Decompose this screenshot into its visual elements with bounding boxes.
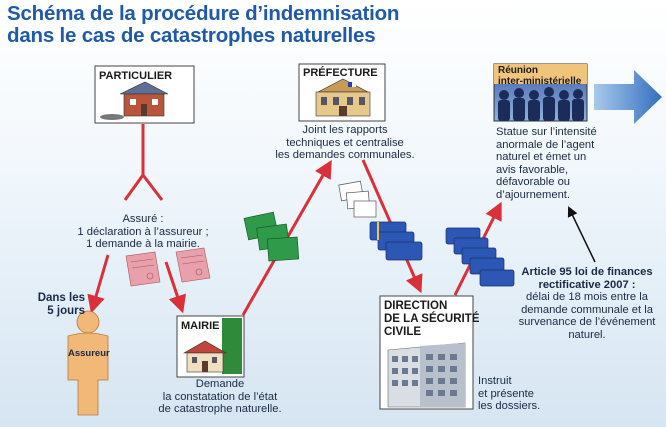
particulier-box <box>94 65 195 124</box>
delai-line: 5 jours <box>47 304 85 317</box>
dsc-label-line: DIRECTION <box>384 300 448 312</box>
diagram-title: Schéma de la procédure d’indemnisation d… <box>7 3 399 47</box>
mairie-description: Demande la constatation de l’état de cat… <box>148 378 292 416</box>
article-desc-line: survenance de l’événement <box>518 316 656 329</box>
article-desc-line: naturel. <box>568 328 606 341</box>
dsc-box <box>379 295 474 410</box>
assure-line: 1 déclaration à l’assureur ; <box>77 225 209 238</box>
delai-text: Dans les 5 jours <box>30 292 85 317</box>
prefecture-box <box>298 63 386 122</box>
arrow-to-assureur <box>87 254 110 314</box>
next-step-arrow-icon <box>594 70 662 124</box>
article-title-line: rectificative 2007 : <box>538 278 636 291</box>
person-icon <box>67 310 109 416</box>
paper-icon <box>338 180 377 218</box>
arrow-article-to-reunion <box>567 206 596 263</box>
reunion-desc-line: avis favorable, <box>496 163 569 176</box>
article-title-line: Article 95 loi de finances <box>521 266 653 278</box>
reunion-label: Réunion inter-ministérielle <box>498 65 582 87</box>
particulier-label: PARTICULIER <box>99 70 173 82</box>
article-desc-line: délai de 18 mois entre la <box>526 291 648 304</box>
form-icon <box>125 251 161 287</box>
title-line-2: dans le cas de catastrophes naturelles <box>7 24 376 47</box>
dsc-label-line: CIVILE <box>384 326 422 338</box>
folder-icon <box>445 227 515 287</box>
reunion-desc-line: défavorable ou <box>496 176 571 189</box>
reunion-box <box>493 63 588 122</box>
mairie-label: MAIRIE <box>181 320 220 332</box>
reunion-label-line: inter-ministérielle <box>498 75 582 87</box>
dsc-desc-line: les dossiers. <box>478 400 541 413</box>
office-building-icon <box>387 342 466 408</box>
arrow-fork-right <box>141 174 164 201</box>
dsc-label-line: DE LA SÉCURITÉ <box>384 313 480 325</box>
mairie-desc-line: la constatation de l’état <box>162 390 278 403</box>
dsc-desc-line: Instruit <box>478 375 512 387</box>
reunion-desc-line: naturel et émet un <box>496 151 587 164</box>
building-icon <box>315 78 371 117</box>
assureur-label: Assureur <box>68 348 110 359</box>
reunion-desc-line: anormale de l’agent <box>496 138 595 151</box>
title-line-1: Schéma de la procédure d’indemnisation <box>7 2 400 25</box>
dsc-label: DIRECTION DE LA SÉCURITÉ CIVILE <box>384 300 479 339</box>
reunion-description: Statue sur l’intensité anormale de l’age… <box>496 126 626 202</box>
house-icon <box>100 81 169 120</box>
prefecture-label: PRÉFECTURE <box>303 67 378 79</box>
town-hall-icon <box>182 340 228 373</box>
people-icon <box>498 87 584 121</box>
assure-line: 1 demande à la mairie. <box>86 238 200 251</box>
arrow-to-mairie <box>164 261 186 314</box>
article-text: Article 95 loi de finances rectificative… <box>512 266 662 342</box>
reunion-desc-line: d’ajournement. <box>496 188 571 201</box>
dsc-description: Instruit et présente les dossiers. <box>478 375 558 413</box>
mairie-box <box>176 315 245 378</box>
prefecture-desc-line: techniques et centralise <box>286 136 404 149</box>
form-icon <box>175 247 211 283</box>
article-desc-line: demande communale et la <box>521 303 653 316</box>
mairie-desc-line: de catastrophe naturelle. <box>158 403 282 416</box>
reunion-desc-line: Statue sur l’intensité <box>496 126 597 138</box>
assure-line: Assuré : <box>122 213 164 225</box>
arrow-fork-left <box>123 174 145 201</box>
delai-line: Dans les <box>37 292 85 304</box>
folder-icon <box>369 221 423 261</box>
prefecture-desc-line: Joint les rapports <box>302 124 388 136</box>
prefecture-desc-line: les demandes communales. <box>275 149 415 162</box>
prefecture-description: Joint les rapports techniques et central… <box>274 124 416 162</box>
mairie-desc-line: Demande <box>195 378 245 390</box>
document-icon <box>243 211 300 262</box>
dsc-desc-line: et présente <box>478 387 534 400</box>
assure-text: Assuré : 1 déclaration à l’assureur ; 1 … <box>58 213 228 251</box>
reunion-label-line: Réunion <box>498 65 538 76</box>
